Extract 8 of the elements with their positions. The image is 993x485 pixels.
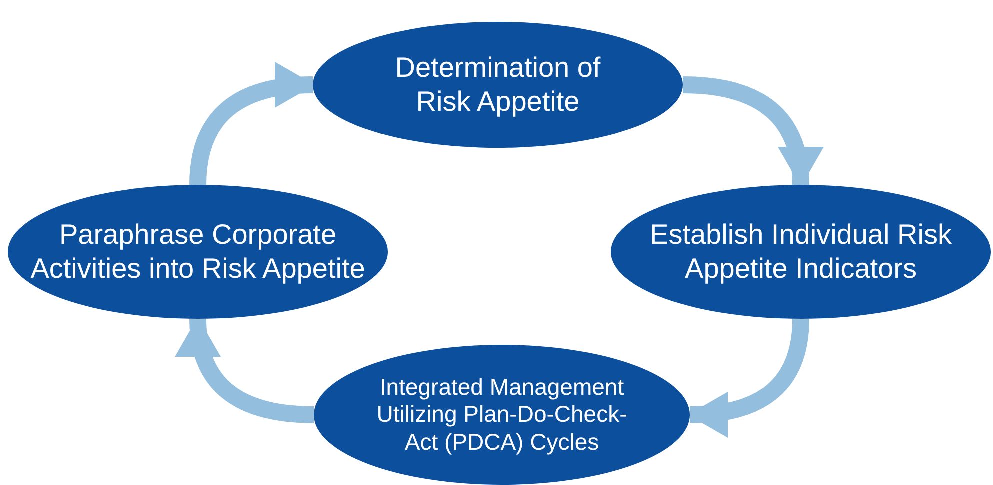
node-label: Paraphrase Corporate Activities into Risk Appetite <box>30 218 366 286</box>
curved-arrow <box>682 76 822 187</box>
curved-arrow <box>190 63 315 186</box>
curved-arrow <box>177 317 314 424</box>
node-label: Integrated Management Utilizing Plan-Do-Check-Act (PDCA) Cycles <box>376 374 628 456</box>
node-label: Establish Individual Risk Appetite Indicators <box>649 218 953 286</box>
node-label: Determination of Risk Appetite <box>394 51 602 119</box>
curved-arrow <box>688 318 810 437</box>
